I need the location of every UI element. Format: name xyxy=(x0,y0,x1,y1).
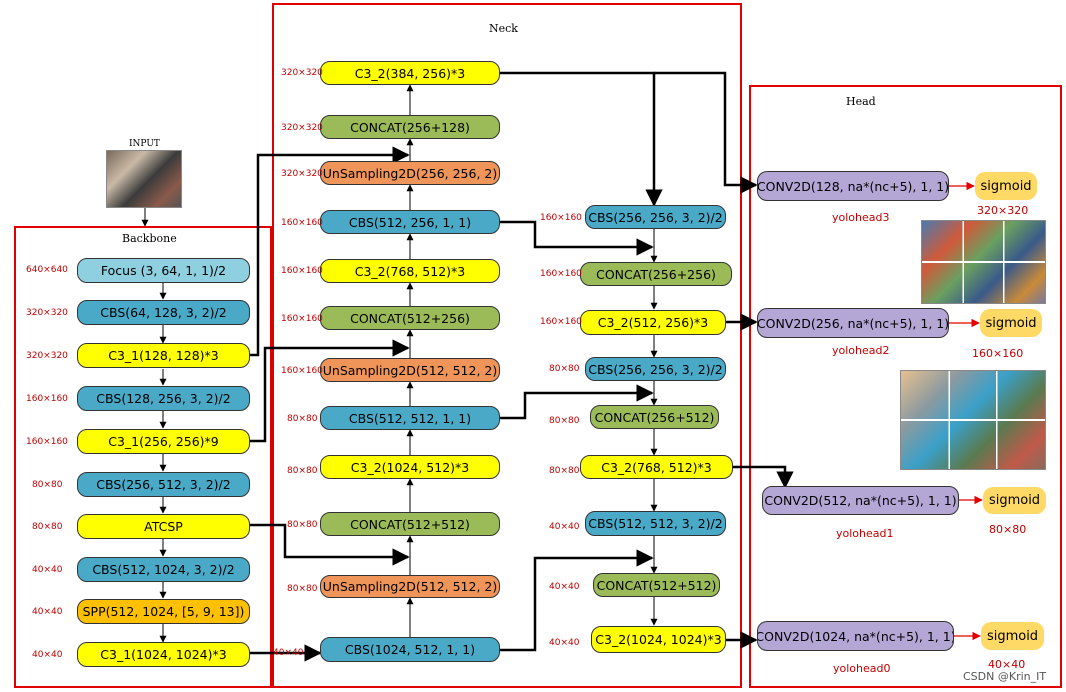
head-size: 320×320 xyxy=(977,204,1029,217)
neck-right-size: 40×40 xyxy=(549,522,580,532)
backbone-size: 80×80 xyxy=(32,522,63,532)
backbone-c3-1-128: C3_1(128, 128)*3 xyxy=(77,343,250,368)
neck-cbs-512-256: CBS(512, 256, 1, 1) xyxy=(320,210,500,234)
input-label: INPUT xyxy=(129,139,160,149)
head-size: 40×40 xyxy=(988,658,1026,671)
head-name: yolohead1 xyxy=(836,527,894,540)
detection-image-grid-2 xyxy=(900,370,1046,470)
backbone-size: 320×320 xyxy=(26,351,68,361)
backbone-spp: SPP(512, 1024, [5, 9, 13]) xyxy=(77,599,250,624)
watermark: CSDN @Krin_IT xyxy=(963,670,1047,683)
backbone-frame xyxy=(14,226,272,688)
detection-image-grid-1 xyxy=(921,220,1046,304)
neck-c3-2-1024-512: C3_2(1024, 512)*3 xyxy=(320,455,500,479)
head-name: yolohead2 xyxy=(832,344,890,357)
head-name: yolohead3 xyxy=(832,211,890,224)
neck-upsample-512-b: UnSampling2D(512, 512, 2) xyxy=(320,575,500,598)
neck-right-concat-256-256: CONCAT(256+256) xyxy=(580,262,732,286)
neck-right-size: 40×40 xyxy=(549,638,580,648)
neck-c3-2-384-256: C3_2(384, 256)*3 xyxy=(320,61,500,85)
neck-concat-512-256: CONCAT(512+256) xyxy=(320,306,500,330)
neck-left-size: 320×320 xyxy=(281,68,323,78)
neck-cbs-1024-512: CBS(1024, 512, 1, 1) xyxy=(320,637,500,662)
backbone-c3-1-256: C3_1(256, 256)*9 xyxy=(77,429,250,454)
input-image xyxy=(106,150,182,208)
backbone-size: 160×160 xyxy=(26,394,68,404)
head-conv2d-1024: CONV2D(1024, na*(nc+5), 1, 1) xyxy=(757,621,954,651)
neck-left-size: 160×160 xyxy=(281,218,323,228)
head-conv2d-512: CONV2D(512, na*(nc+5), 1, 1) xyxy=(762,486,959,515)
neck-right-c3-2-1024-1024: C3_2(1024, 1024)*3 xyxy=(591,626,726,653)
neck-left-size: 80×80 xyxy=(287,414,318,424)
neck-right-size: 80×80 xyxy=(549,364,580,374)
head-frame xyxy=(749,85,1062,688)
backbone-cbs-256-512: CBS(256, 512, 3, 2)/2 xyxy=(77,472,250,497)
neck-left-size: 160×160 xyxy=(281,266,323,276)
backbone-size: 40×40 xyxy=(32,607,63,617)
neck-right-concat-512-512: CONCAT(512+512) xyxy=(593,573,720,597)
head-title: Head xyxy=(846,95,876,108)
head-size: 80×80 xyxy=(989,523,1027,536)
neck-left-size: 160×160 xyxy=(281,366,323,376)
backbone-c3-1-1024: C3_1(1024, 1024)*3 xyxy=(77,642,250,667)
neck-c3-2-768-512: C3_2(768, 512)*3 xyxy=(320,259,500,283)
neck-right-c3-2-768-512: C3_2(768, 512)*3 xyxy=(580,455,733,479)
neck-right-cbs-512-512: CBS(512, 512, 3, 2)/2 xyxy=(585,511,726,536)
neck-left-size: 80×80 xyxy=(287,466,318,476)
backbone-cbs-128-256: CBS(128, 256, 3, 2)/2 xyxy=(77,386,250,411)
neck-upsample-512-a: UnSampling2D(512, 512, 2) xyxy=(320,358,500,382)
neck-left-size: 160×160 xyxy=(281,314,323,324)
backbone-size: 640×640 xyxy=(26,265,68,275)
head-sigmoid-2: sigmoid xyxy=(980,309,1042,337)
neck-concat-512-512-left: CONCAT(512+512) xyxy=(320,512,500,536)
neck-right-size: 160×160 xyxy=(540,317,582,327)
neck-left-size: 40×40 xyxy=(273,648,304,658)
neck-left-size: 80×80 xyxy=(287,520,318,530)
neck-right-cbs-256-256-a: CBS(256, 256, 3, 2)/2 xyxy=(585,205,726,229)
backbone-size: 80×80 xyxy=(32,480,63,490)
neck-right-size: 80×80 xyxy=(549,416,580,426)
backbone-title: Backbone xyxy=(122,232,177,245)
neck-right-cbs-256-256-b: CBS(256, 256, 3, 2)/2 xyxy=(585,357,726,381)
neck-title: Neck xyxy=(489,22,518,35)
head-sigmoid-1: sigmoid xyxy=(983,487,1046,514)
neck-left-size: 320×320 xyxy=(281,123,323,133)
neck-cbs-512-512: CBS(512, 512, 1, 1) xyxy=(320,406,500,430)
head-sigmoid-0: sigmoid xyxy=(981,622,1044,650)
neck-right-size: 160×160 xyxy=(540,213,582,223)
backbone-size: 40×40 xyxy=(32,650,63,660)
neck-right-size: 80×80 xyxy=(549,466,580,476)
backbone-focus: Focus (3, 64, 1, 1)/2 xyxy=(77,258,250,283)
neck-frame xyxy=(272,3,742,688)
neck-upsample-256: UnSampling2D(256, 256, 2) xyxy=(320,161,500,185)
neck-right-c3-2-512-256: C3_2(512, 256)*3 xyxy=(580,310,726,335)
head-name: yolohead0 xyxy=(833,662,891,675)
backbone-size: 320×320 xyxy=(26,308,68,318)
neck-right-size: 160×160 xyxy=(540,269,582,279)
neck-concat-256-128: CONCAT(256+128) xyxy=(320,115,500,139)
backbone-cbs-64-128: CBS(64, 128, 3, 2)/2 xyxy=(77,300,250,325)
neck-right-concat-256-512: CONCAT(256+512) xyxy=(590,405,719,429)
neck-left-size: 80×80 xyxy=(287,584,318,594)
backbone-size: 40×40 xyxy=(32,565,63,575)
neck-left-size: 320×320 xyxy=(281,169,323,179)
head-size: 160×160 xyxy=(972,347,1024,360)
backbone-size: 160×160 xyxy=(26,437,68,447)
neck-right-size: 40×40 xyxy=(549,582,580,592)
head-sigmoid-3: sigmoid xyxy=(975,172,1037,200)
backbone-cbs-512-1024: CBS(512, 1024, 3, 2)/2 xyxy=(77,557,250,582)
head-conv2d-128: CONV2D(128, na*(nc+5), 1, 1) xyxy=(757,171,949,201)
backbone-atcsp: ATCSP xyxy=(77,514,250,539)
head-conv2d-256: CONV2D(256, na*(nc+5), 1, 1) xyxy=(757,308,949,338)
